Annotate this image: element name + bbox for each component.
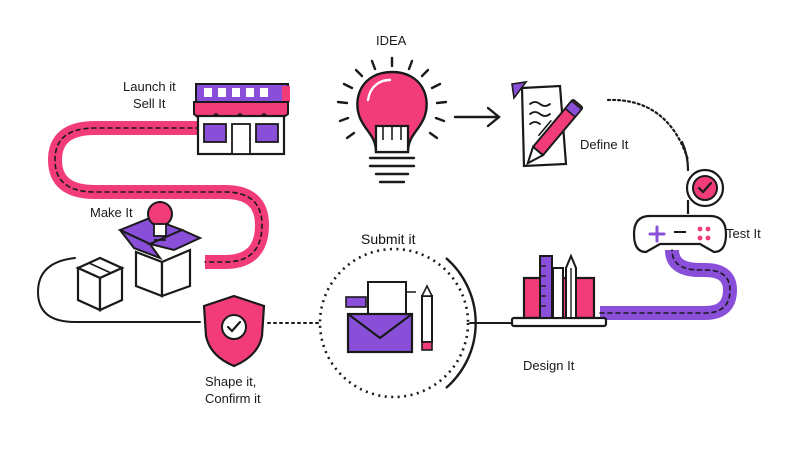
- open-box-lightbulb-icon: [117, 201, 203, 298]
- storefront-icon: [193, 83, 290, 156]
- boxes-icon: [75, 256, 125, 312]
- step-label-test: Test It: [726, 226, 761, 241]
- shield-check-icon: [202, 294, 266, 368]
- purple-road: [600, 249, 738, 320]
- pink-road-dashes: [54, 127, 263, 263]
- gamepad-icon: [632, 214, 728, 254]
- process-path: [36, 98, 738, 324]
- step-label-design: Design It: [523, 358, 575, 373]
- step-label-submit: Submit it: [361, 231, 416, 247]
- arrow-right-icon: [453, 106, 501, 128]
- step-label-shape-line2: Confirm it: [205, 391, 261, 406]
- document-pen-icon: [511, 80, 584, 168]
- step-label-idea: IDEA: [376, 33, 407, 48]
- envelope-paper-icon: [318, 247, 477, 399]
- step-label-define: Define It: [580, 137, 629, 152]
- outline-loop: [36, 257, 201, 323]
- step-label-make: Make It: [90, 205, 133, 220]
- step-label-launch-line2: Sell It: [133, 96, 166, 111]
- lightbulb-icon: [336, 56, 448, 184]
- books-pencil-icon: [510, 253, 608, 328]
- purple-road-dashes: [599, 249, 731, 314]
- checkmark-badge-icon: [685, 168, 725, 214]
- step-label-shape-line1: Shape it,: [205, 374, 257, 389]
- step-label-launch-line1: Launch it: [123, 79, 176, 94]
